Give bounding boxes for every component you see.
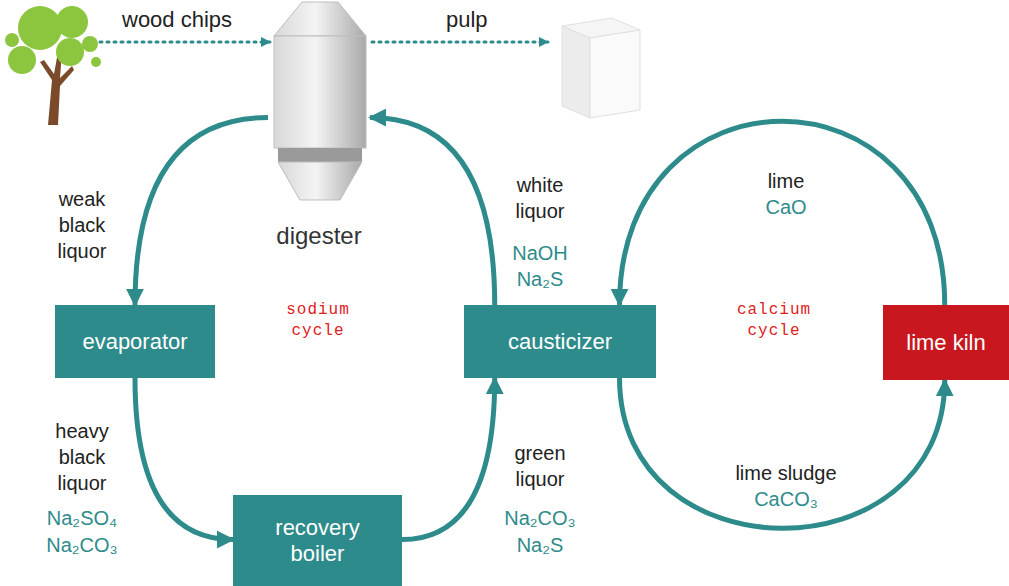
process-box: evaporator xyxy=(55,305,215,378)
kiln-box: lime kiln xyxy=(883,305,1009,380)
chemical-formula: NaOH xyxy=(512,240,568,266)
flow-arrow xyxy=(402,378,495,540)
tree-leaf xyxy=(82,36,98,52)
stream-label: white liquor xyxy=(516,172,565,224)
vessel-band xyxy=(278,148,362,162)
stream-label: lime xyxy=(768,168,805,194)
tree-leaf xyxy=(5,33,19,47)
vessel-bottom xyxy=(278,162,362,200)
chemical-formula: CaCO₃ xyxy=(754,486,818,512)
tree-leaf xyxy=(18,6,62,50)
vessel-body xyxy=(274,36,366,148)
cycle-note: calcium cycle xyxy=(737,300,811,342)
tree-leaf xyxy=(56,6,88,38)
stream-label: green liquor xyxy=(514,440,565,492)
process-box: causticizer xyxy=(464,305,656,378)
flow-arrow xyxy=(135,378,233,540)
flow-label: pulp xyxy=(446,6,488,35)
flow-arrow xyxy=(620,121,945,305)
node-label: recovery boiler xyxy=(275,515,359,566)
node-label: lime kiln xyxy=(906,330,985,355)
tree-leaf xyxy=(56,38,84,66)
dotted-flow-line xyxy=(100,41,270,44)
chemical-formula: Na₂CO₃ xyxy=(504,505,575,531)
flow-arrow xyxy=(135,118,268,306)
chemical-formula: Na₂CO₃ xyxy=(46,532,117,558)
node-label: evaporator xyxy=(82,329,187,354)
flow-arrow xyxy=(620,378,945,528)
chemical-formula: CaO xyxy=(765,194,806,220)
stream-label: lime sludge xyxy=(735,460,836,486)
node-label: causticizer xyxy=(508,329,612,354)
dotted-flow-line xyxy=(372,41,548,44)
cycle-note: sodium cycle xyxy=(286,300,350,342)
tree-leaf xyxy=(91,57,101,67)
paper-stack-icon xyxy=(562,18,640,118)
tree-leaf xyxy=(8,46,36,74)
process-box: recovery boiler xyxy=(233,495,402,586)
tree-icon xyxy=(5,6,101,125)
stream-label: heavy black liquor xyxy=(55,418,108,496)
vessel-top xyxy=(274,2,366,36)
chemical-formula: Na₂S xyxy=(517,266,564,292)
stream-label: weak black liquor xyxy=(58,186,107,264)
flow-arrow xyxy=(370,118,495,306)
paper-front xyxy=(590,30,640,118)
paper-side xyxy=(562,26,590,118)
flow-label: wood chips xyxy=(122,6,232,35)
digester-node: digester xyxy=(268,0,370,250)
node-label: digester xyxy=(276,222,361,250)
chemical-formula: Na₂SO₄ xyxy=(47,505,117,531)
chemical-formula: Na₂S xyxy=(517,532,564,558)
digester-vessel xyxy=(274,2,366,200)
